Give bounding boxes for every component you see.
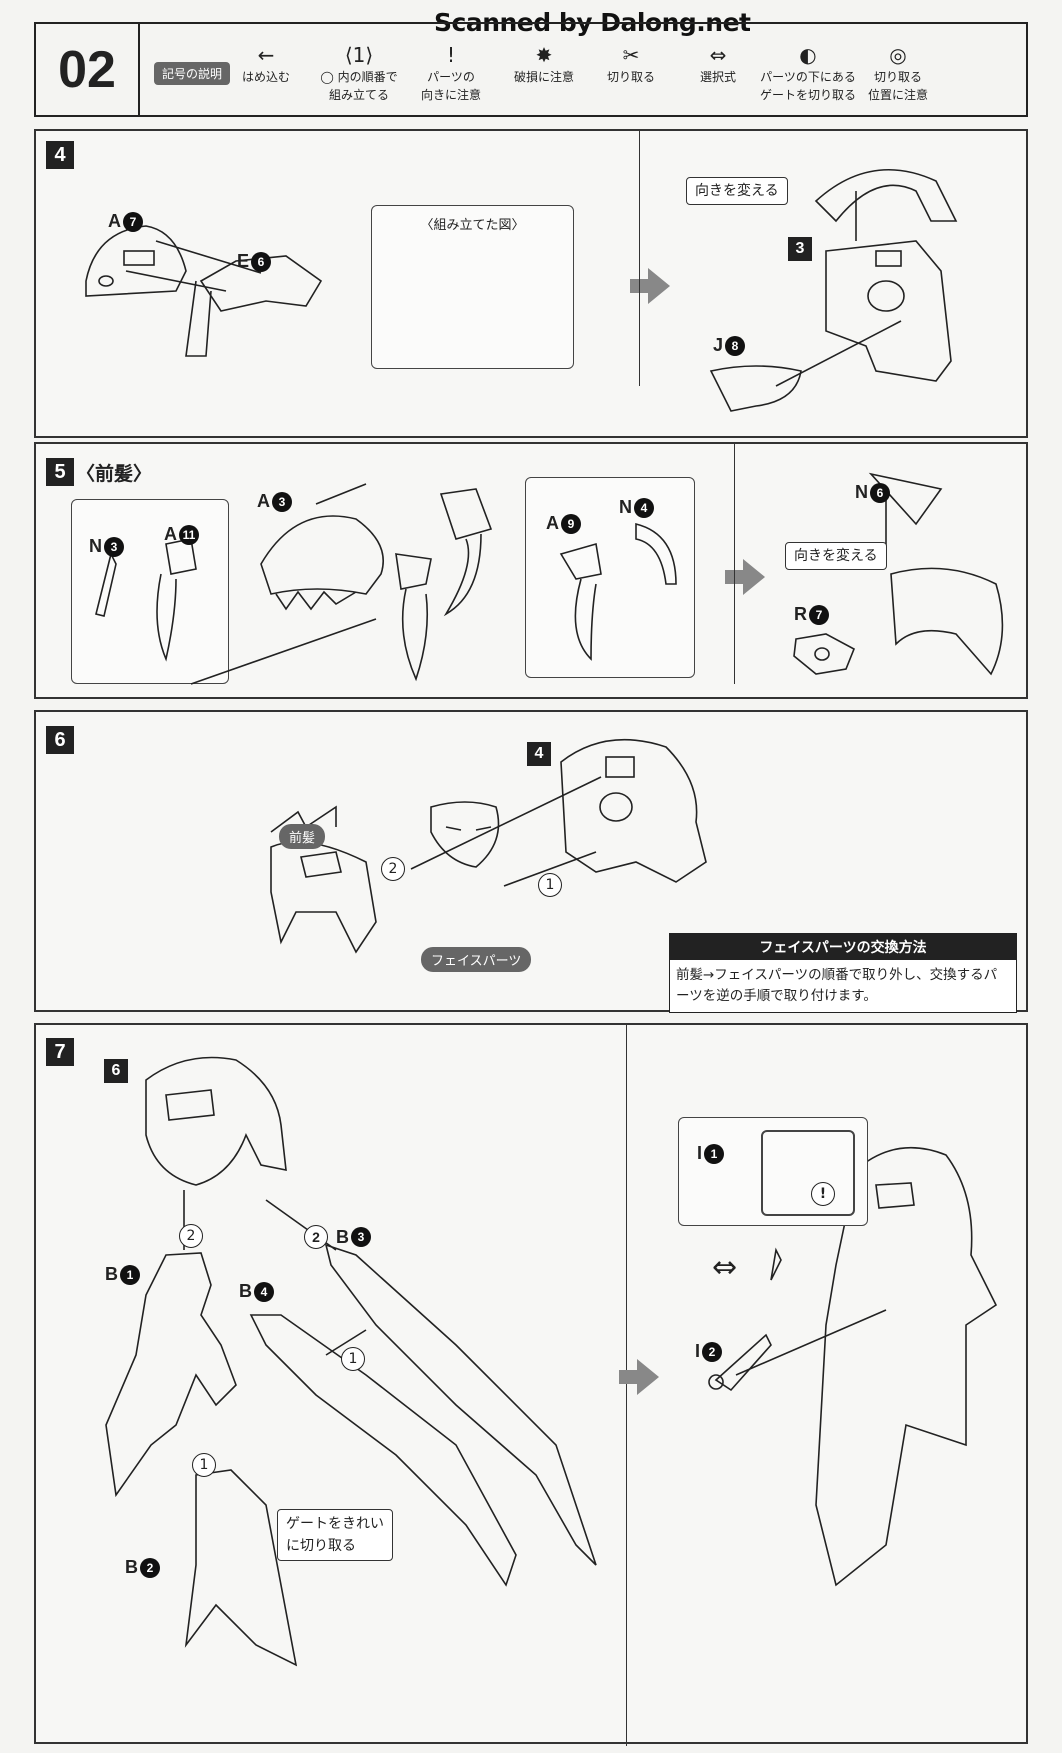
- assembled-view-box: 〈組み立てた図〉: [371, 205, 574, 369]
- step-title: 5〈前髪〉: [46, 458, 152, 486]
- inset-detail: !: [761, 1130, 855, 1216]
- ref-step-badge: 3: [788, 237, 812, 261]
- legend-item: ✂ 切り取る: [576, 42, 686, 86]
- legend-label: はめ込む: [241, 70, 290, 84]
- order-2-icon: 2: [179, 1224, 203, 1248]
- exclamation-icon: !: [446, 43, 456, 67]
- order-1-icon: 1: [341, 1347, 365, 1371]
- under-gate-icon: ◐: [799, 43, 817, 67]
- info-title: フェイスパーツの交換方法: [670, 934, 1016, 960]
- step-5-illustration: [95, 472, 1004, 685]
- step-number: 7: [46, 1038, 74, 1066]
- turn-callout: 向きを変える: [686, 177, 788, 205]
- face-exchange-info: フェイスパーツの交換方法 前髪→フェイスパーツの順番で取り外し、交換するパーツを…: [669, 933, 1017, 1013]
- step-7-illustration: [105, 1056, 998, 1667]
- legend-label: 破損に注意: [513, 70, 574, 84]
- hexagon-order-icon: ⟨1⟩: [344, 43, 374, 67]
- face-parts-label: フェイスパーツ: [421, 947, 532, 972]
- detail-box-1: [71, 499, 229, 684]
- legend-item: ◐ パーツの下にある ゲートを切り取る: [753, 42, 863, 104]
- ref-step-badge: 4: [527, 742, 551, 766]
- legend-label: ◯ 内の順番で 組み立てる: [320, 70, 398, 102]
- legend-item: ⟨1⟩ ◯ 内の順番で 組み立てる: [304, 42, 414, 104]
- bangs-label: 前髪: [279, 824, 326, 849]
- legend-label: 選択式: [699, 70, 736, 84]
- legend-label: 切り取る: [606, 70, 655, 84]
- turn-callout: 向きを変える: [785, 542, 887, 570]
- breakage-icon: ✸: [535, 43, 553, 67]
- legend-label: パーツの下にある ゲートを切り取る: [759, 70, 856, 102]
- choice-arrows-icon: ⇔: [709, 43, 727, 67]
- info-text: 前髪→フェイスパーツの順番で取り外し、交換するパーツを逆の手順で取り付けます。: [676, 967, 998, 1004]
- order-1-icon: 1: [538, 873, 562, 897]
- assembled-view-label: 〈組み立てた図〉: [420, 218, 525, 233]
- legend-item: ⇔ 選択式: [663, 42, 773, 86]
- order-1-icon: 1: [192, 1453, 216, 1477]
- legend-label: 切り取る 位置に注意: [867, 70, 928, 102]
- page-number: 02: [36, 24, 140, 115]
- detail-inset: !: [678, 1117, 868, 1226]
- legend-label: パーツの 向きに注意: [420, 70, 481, 102]
- legend-title: 記号の説明: [154, 62, 231, 85]
- arrow-left-icon: ←: [257, 43, 275, 67]
- cut-position-icon: ◎: [889, 43, 907, 67]
- order-2-icon: 2: [381, 857, 405, 881]
- detail-box-2: [525, 477, 695, 678]
- ref-step-badge: 6: [104, 1059, 128, 1083]
- warning-icon: !: [811, 1182, 835, 1206]
- legend-item: ← はめ込む: [211, 42, 321, 86]
- choice-arrows-icon: ⇔: [712, 1250, 738, 1285]
- gate-note: ゲートをきれいに切り取る: [277, 1509, 393, 1561]
- next-arrow-icon: [648, 268, 670, 304]
- nipper-icon: ✂: [622, 43, 640, 67]
- legend-item: ✸ 破損に注意: [489, 42, 599, 86]
- step-number: 4: [46, 141, 74, 169]
- legend-item: ◎ 切り取る 位置に注意: [843, 42, 953, 104]
- legend-item: ! パーツの 向きに注意: [396, 42, 506, 104]
- next-arrow-icon: [637, 1359, 659, 1395]
- step-number: 6: [46, 726, 74, 754]
- header-legend: 02 記号の説明 ← はめ込む ⟨1⟩ ◯ 内の順番で 組み立てる! パーツの 向きに注…: [34, 22, 1028, 117]
- next-arrow-icon: [743, 559, 765, 595]
